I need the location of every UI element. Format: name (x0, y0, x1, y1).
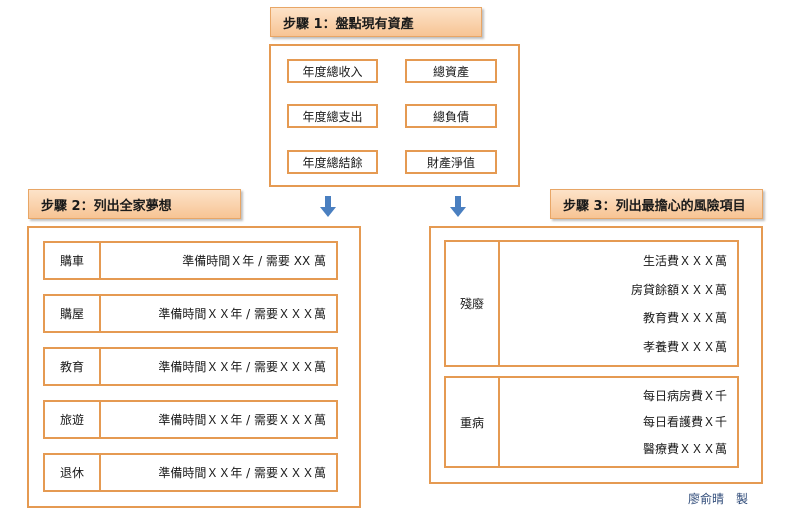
asset-annual-expense: 年度總支出 (287, 104, 378, 128)
goal-detail: 準備時間ＸＸ年 / 需要ＸＸＸ萬 (158, 307, 326, 321)
step2-header: 步驟 2：列出全家夢想 (28, 189, 241, 219)
risk-name: 殘廢 (446, 242, 500, 365)
step1-header: 步驟 1：盤點現有資產 (270, 7, 482, 37)
goal-detail: 準備時間Ｘ年 / 需要 XX 萬 (182, 254, 326, 268)
asset-total-assets: 總資產 (405, 59, 497, 83)
asset-annual-balance: 年度總結餘 (287, 150, 378, 174)
step3-title: 步驟 3：列出最擔心的風險項目 (563, 198, 746, 214)
risk-items: 每日病房費Ｘ千 每日看護費Ｘ千 醫療費ＸＸＸ萬 (500, 378, 737, 466)
goal-name: 退休 (45, 455, 101, 490)
goal-detail: 準備時間ＸＸ年 / 需要ＸＸＸ萬 (158, 413, 326, 427)
goal-row-education: 教育 準備時間ＸＸ年 / 需要ＸＸＸ萬 (43, 347, 338, 386)
risk-item: 每日看護費Ｘ千 (642, 415, 727, 430)
step3-header: 步驟 3：列出最擔心的風險項目 (550, 189, 763, 219)
arrow-down-icon (320, 196, 336, 217)
risk-item: 醫療費ＸＸＸ萬 (642, 442, 727, 457)
goal-row-travel: 旅遊 準備時間ＸＸ年 / 需要ＸＸＸ萬 (43, 400, 338, 439)
goal-name: 教育 (45, 349, 101, 384)
risk-item: 教育費ＸＸＸ萬 (642, 311, 727, 326)
risk-name: 重病 (446, 378, 500, 466)
asset-annual-income: 年度總收入 (287, 59, 378, 83)
risk-item: 房貸餘額ＸＸＸ萬 (630, 282, 727, 297)
asset-total-liabilities: 總負債 (405, 104, 497, 128)
risk-group-critical-illness: 重病 每日病房費Ｘ千 每日看護費Ｘ千 醫療費ＸＸＸ萬 (444, 376, 739, 468)
risk-group-disability: 殘廢 生活費ＸＸＸ萬 房貸餘額ＸＸＸ萬 教育費ＸＸＸ萬 孝養費ＸＸＸ萬 (444, 240, 739, 367)
risk-item: 孝養費ＸＸＸ萬 (642, 340, 727, 355)
goal-row-car: 購車 準備時間Ｘ年 / 需要 XX 萬 (43, 241, 338, 280)
asset-net-worth: 財產淨值 (405, 150, 497, 174)
goal-row-retirement: 退休 準備時間ＸＸ年 / 需要ＸＸＸ萬 (43, 453, 338, 492)
goal-name: 購車 (45, 243, 101, 278)
risk-items: 生活費ＸＸＸ萬 房貸餘額ＸＸＸ萬 教育費ＸＸＸ萬 孝養費ＸＸＸ萬 (500, 242, 737, 365)
author-credit: 廖俞晴 製 (688, 492, 749, 506)
goal-name: 購屋 (45, 296, 101, 331)
step2-title: 步驟 2：列出全家夢想 (41, 198, 172, 214)
goal-name: 旅遊 (45, 402, 101, 437)
arrow-down-icon (450, 196, 466, 217)
risk-item: 生活費ＸＸＸ萬 (642, 253, 727, 268)
risk-item: 每日病房費Ｘ千 (642, 388, 727, 403)
goal-row-house: 購屋 準備時間ＸＸ年 / 需要ＸＸＸ萬 (43, 294, 338, 333)
goal-detail: 準備時間ＸＸ年 / 需要ＸＸＸ萬 (158, 360, 326, 374)
goal-detail: 準備時間ＸＸ年 / 需要ＸＸＸ萬 (158, 466, 326, 480)
step1-title: 步驟 1：盤點現有資產 (283, 16, 414, 32)
